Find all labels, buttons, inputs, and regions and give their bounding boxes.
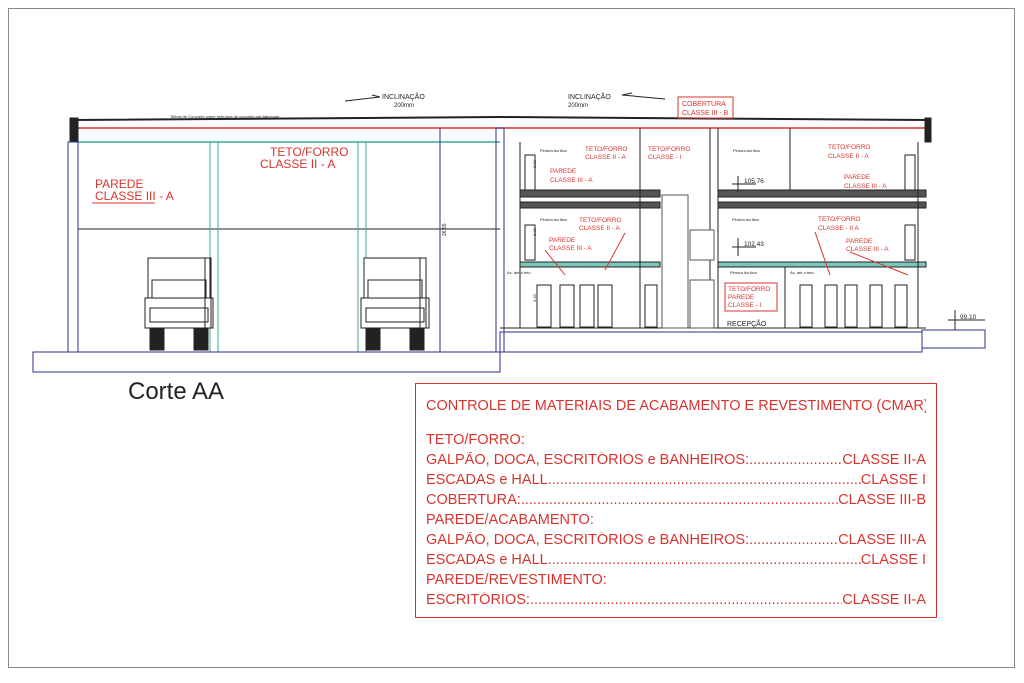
cobertura-label: COBERTURA (682, 101, 726, 108)
row-item: COBERTURA: (426, 492, 521, 508)
hall-parede-label: PAREDE (728, 294, 755, 301)
row-item: ESCRITÓRIOS: (426, 592, 530, 608)
teto-class: CLASSE II - A (579, 225, 620, 232)
row-value: CLASSE III-B (838, 492, 926, 508)
cmar-row: GALPÃO, DOCA, ESCRITÓRIOS e BANHEIROS: C… (426, 452, 926, 468)
parede-class: CLASSE III - A (846, 246, 889, 253)
floor-dimension: 3.33 (532, 293, 537, 302)
section-heading: PAREDE/REVESTIMENTO: (426, 572, 607, 588)
parede-label: PAREDE (844, 174, 871, 181)
teto-label: TETO/FORRO (270, 145, 348, 159)
section-heading: PAREDE/ACABAMENTO: (426, 512, 594, 528)
teto-class: CLASSE - I (648, 154, 681, 161)
parede-label: PAREDE (550, 168, 577, 175)
cmar-title: CONTROLE DE MATERIAIS DE ACABAMENTO E RE… (426, 398, 926, 414)
finish-note: Pintura Acrílica (540, 148, 567, 153)
cmar-row: ESCADAS e HALL CLASSE I (426, 472, 926, 488)
roof-note: Telhas de Concreto sobre estrutura de co… (170, 114, 280, 119)
cobertura-class: CLASSE III - B (682, 110, 729, 117)
row-value: CLASSE I (860, 472, 926, 488)
roof-line (71, 115, 931, 121)
section-heading: TETO/FORRO: (426, 432, 525, 448)
row-value: CLASSE I (860, 552, 926, 568)
roof-edge (69, 117, 79, 143)
cmar-row: COBERTURA: CLASSE III-B (426, 492, 926, 508)
teto-label: TETO/FORRO (648, 146, 691, 153)
cmar-row: ESCRITÓRIOS: CLASSE II-A (426, 592, 926, 608)
slope-value: 200mm (568, 103, 588, 109)
cobertura-label-box (677, 96, 734, 119)
level-marker: 102.43 (744, 241, 764, 248)
floor-dimension: 3.33 (532, 159, 537, 168)
cmar-table: CONTROLE DE MATERIAIS DE ACABAMENTO E RE… (415, 383, 937, 618)
teto-class: CLASSE II - A (828, 153, 869, 160)
parede-class: CLASSE III - A (550, 177, 593, 184)
level-marker: 105.76 (744, 178, 764, 185)
hall-class: CLASSE - I (728, 302, 761, 309)
drawing-frame (8, 8, 1015, 668)
floor-dimension: 3.33 (532, 227, 537, 236)
hall-teto-label: TETO/FORRO (728, 286, 771, 293)
parede-label: PAREDE (846, 238, 873, 245)
slope-label: INCLINAÇÃO (568, 92, 611, 101)
teto-label: TETO/FORRO (818, 216, 861, 223)
finish-note: Pintura Acrílica (540, 217, 567, 222)
row-value: CLASSE II-A (842, 592, 926, 608)
row-value: CLASSE II-A (842, 452, 926, 468)
finish-note: Pintura Acrílica (733, 148, 760, 153)
teto-class: CLASSE II - A (260, 157, 335, 171)
truck-2 (360, 257, 430, 351)
teto-class: CLASSE - II A (818, 225, 859, 232)
row-value: CLASSE III-A (838, 532, 926, 548)
teto-label: TETO/FORRO (828, 144, 871, 151)
row-item: GALPÃO, DOCA, ESCRITÓRIOS e BANHEIROS: (426, 532, 750, 548)
parede-class: CLASSE III - A (549, 245, 592, 252)
room-label-recepcao: RECEPÇÃO (727, 319, 767, 328)
row-item: GALPÃO, DOCA, ESCRITÓRIOS e BANHEIROS: (426, 452, 750, 468)
finish-note: Az. até o teto (790, 270, 814, 275)
parede-label: PAREDE (95, 177, 143, 191)
cmar-row: GALPÃO, DOCA, ESCRITÓRIOS e BANHEIROS: C… (426, 532, 926, 548)
teto-class: CLASSE II - A (585, 154, 626, 161)
section-title: Corte AA (128, 378, 225, 405)
hall-label-box (724, 282, 778, 312)
slope-value: 200mm (394, 103, 414, 109)
row-item: ESCADAS e HALL (426, 472, 548, 488)
teto-label: TETO/FORRO (579, 217, 622, 224)
finish-note: Pintura Acrílica (730, 270, 757, 275)
truck-1 (144, 257, 214, 351)
row-item: ESCADAS e HALL (426, 552, 548, 568)
height-dimension: 26.55 (442, 223, 448, 236)
level-marker: 99.10 (960, 314, 977, 321)
finish-note: Pintura Acrílica (732, 217, 759, 222)
teto-label: TETO/FORRO (585, 146, 628, 153)
parede-class: CLASSE III - A (844, 183, 887, 190)
staircase (661, 194, 715, 329)
parede-class: CLASSE III - A (95, 189, 174, 203)
cmar-row: ESCADAS e HALL CLASSE I (426, 552, 926, 568)
slope-label: INCLINAÇÃO (382, 92, 425, 101)
finish-note: Az. até o teto (507, 270, 531, 275)
parede-label: PAREDE (549, 237, 576, 244)
